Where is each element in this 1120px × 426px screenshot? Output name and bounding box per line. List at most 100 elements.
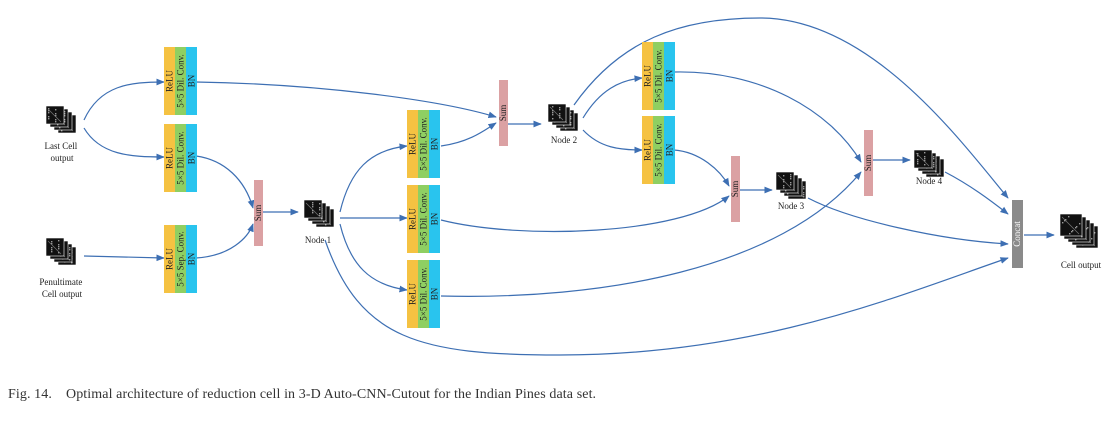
last-cell-speckle (55, 119, 57, 121)
op-e-relu-strip (407, 185, 418, 253)
node-4-speckle (924, 164, 926, 166)
op-h-conv-strip (653, 116, 664, 184)
op-g-bn-strip (664, 42, 675, 110)
op-h-relu-strip (642, 116, 653, 184)
cell-output-speckle (1071, 231, 1073, 233)
sum-2-rect (499, 80, 508, 146)
cell-output-speckle (1086, 228, 1088, 230)
node-2-speckle (570, 116, 572, 118)
edge-node1-to-op-d (339, 143, 408, 213)
op-c-relu-label: ReLU (164, 248, 174, 270)
op-g-relu-label: ReLU (642, 65, 652, 87)
node-2-speckle (552, 118, 554, 120)
node-3-speckle (803, 186, 805, 188)
node-2-speckle (570, 124, 572, 126)
node-3-speckle (790, 184, 792, 186)
sum-block-3: Sum (730, 156, 740, 222)
node-2-speckle (559, 113, 561, 115)
node-1-feature-map-icon (303, 199, 335, 228)
op-f-conv-strip (418, 260, 429, 328)
last-cell-label-line1: Last Cell (45, 141, 78, 151)
node-4-label: Node 4 (916, 176, 943, 186)
op-b-conv-strip (175, 124, 186, 192)
penultimate-label-line2: Cell output (42, 289, 83, 299)
op-b-bn-label: BN (186, 151, 196, 164)
node-4-speckle (917, 161, 919, 163)
last-cell-speckle (64, 113, 66, 115)
op-b-relu-strip (164, 124, 175, 192)
op-g-conv-strip (653, 42, 664, 110)
op-c-conv-label: 5×5 Sep. Conv. (175, 231, 185, 287)
node-4-layer (913, 149, 933, 169)
cell-output-speckle (1075, 239, 1077, 241)
op-d-bn-strip (429, 110, 440, 178)
concat-label: Concat (1012, 221, 1022, 247)
node-3-texture-line (777, 174, 792, 189)
op-e-conv-strip (418, 185, 429, 253)
node-3-speckle (783, 179, 785, 181)
node-1-speckle (323, 221, 325, 223)
op-c-relu-strip (164, 225, 175, 293)
edge-node2-to-concat-top (573, 17, 1009, 199)
node-1-speckle (319, 213, 321, 215)
figure-caption: Fig. 14.Optimal architecture of reductio… (8, 387, 1108, 403)
node-4-speckle (924, 160, 926, 162)
last-cell-speckle (59, 127, 61, 129)
node-3-speckle (790, 178, 792, 180)
edge-node2-to-op-g (582, 75, 643, 119)
op-c-bn-strip (186, 225, 197, 293)
node-4-speckle (917, 155, 919, 157)
node-4-speckle (924, 158, 926, 160)
op-a-bn-strip (186, 47, 197, 115)
edge-node1-to-concat-bottom (324, 239, 1009, 356)
penultimate-speckle (58, 246, 60, 248)
node-4-speckle (924, 152, 926, 154)
node-1-speckle (321, 218, 323, 220)
last-cell-speckle (48, 112, 50, 114)
op-d-conv-strip (418, 110, 429, 178)
node-1-speckle (312, 204, 314, 206)
sum-3-rect (731, 156, 740, 222)
op-e-relu-label: ReLU (407, 208, 417, 230)
op-h-conv-label: 5×5 Dil. Conv. (653, 123, 663, 177)
cell-output-speckle (1068, 216, 1070, 218)
node-3-speckle (787, 193, 789, 195)
op-d-relu-strip (407, 110, 418, 178)
cell-output-speckle (1081, 236, 1083, 238)
cell-output-speckle (1076, 226, 1078, 228)
edge-op-h-to-sum3 (673, 149, 730, 187)
sum-block-4: Sum (863, 130, 873, 196)
op-h-relu-label: ReLU (642, 139, 652, 161)
node-4-speckle (933, 166, 935, 168)
op-a-bn-label: BN (186, 74, 196, 87)
node-3-speckle (790, 174, 792, 176)
op-a-relu-strip (164, 47, 175, 115)
node-2-layer (547, 103, 567, 123)
op-a-conv-strip (175, 47, 186, 115)
op-f-relu-label: ReLU (407, 283, 417, 305)
op-d-relu-label: ReLU (407, 133, 417, 155)
penultimate-speckle (71, 262, 73, 264)
concat-block: Concat (1012, 200, 1023, 268)
penultimate-texture-line (47, 240, 62, 255)
penultimate-speckle (51, 243, 53, 245)
op-e-bn-strip (429, 185, 440, 253)
node-1-speckle (319, 203, 321, 205)
node-1-speckle (312, 202, 314, 204)
cell-output-speckle (1094, 232, 1096, 234)
last-cell-label: Last Cell output (45, 141, 80, 163)
node-4-speckle (917, 159, 919, 161)
node-2-feature-map-icon (547, 103, 579, 132)
penultimate-speckle (58, 252, 60, 254)
node-3-speckle (790, 176, 792, 178)
last-cell-label-line2: output (50, 153, 74, 163)
cell-output-speckle (1087, 227, 1089, 229)
penultimate-speckle (69, 249, 71, 251)
node-2-speckle (552, 114, 554, 116)
op-f-bn-strip (429, 260, 440, 328)
node-3-speckle (783, 187, 785, 189)
